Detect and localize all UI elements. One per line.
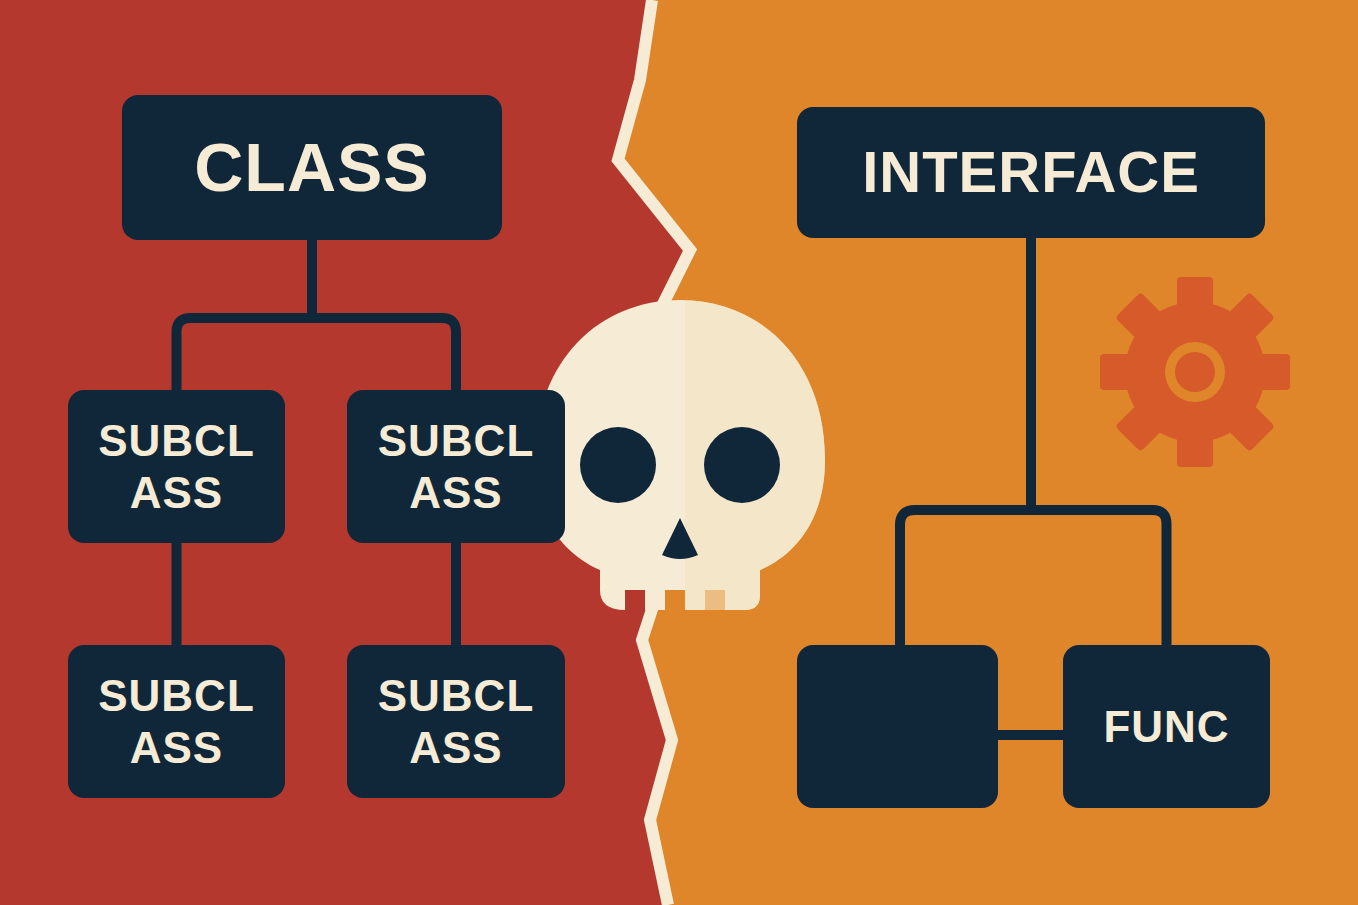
interface-box: INTERFACE xyxy=(797,107,1265,238)
box-label: CLASS xyxy=(194,127,429,207)
box-label: SUBCL ASS xyxy=(363,670,549,774)
subclass-box: SUBCL ASS xyxy=(68,645,285,798)
box-label: SUBCL ASS xyxy=(363,415,549,519)
tree-connector xyxy=(1031,238,1167,645)
subclass-box: SUBCL ASS xyxy=(347,645,565,798)
box-label: SUBCL ASS xyxy=(84,415,269,519)
tree-connector xyxy=(176,543,177,645)
function-box: FUNC xyxy=(1063,645,1270,808)
tree-connector xyxy=(312,240,456,390)
box-label: FUNC xyxy=(1103,701,1229,753)
subclass-box: SUBCL ASS xyxy=(347,390,565,543)
subclass-box: SUBCL ASS xyxy=(68,390,285,543)
tree-connector xyxy=(456,543,457,645)
class-box: CLASS xyxy=(122,95,502,240)
box-label: SUBCL ASS xyxy=(84,670,269,774)
box-label: INTERFACE xyxy=(862,138,1200,206)
tree-connector xyxy=(177,240,313,390)
